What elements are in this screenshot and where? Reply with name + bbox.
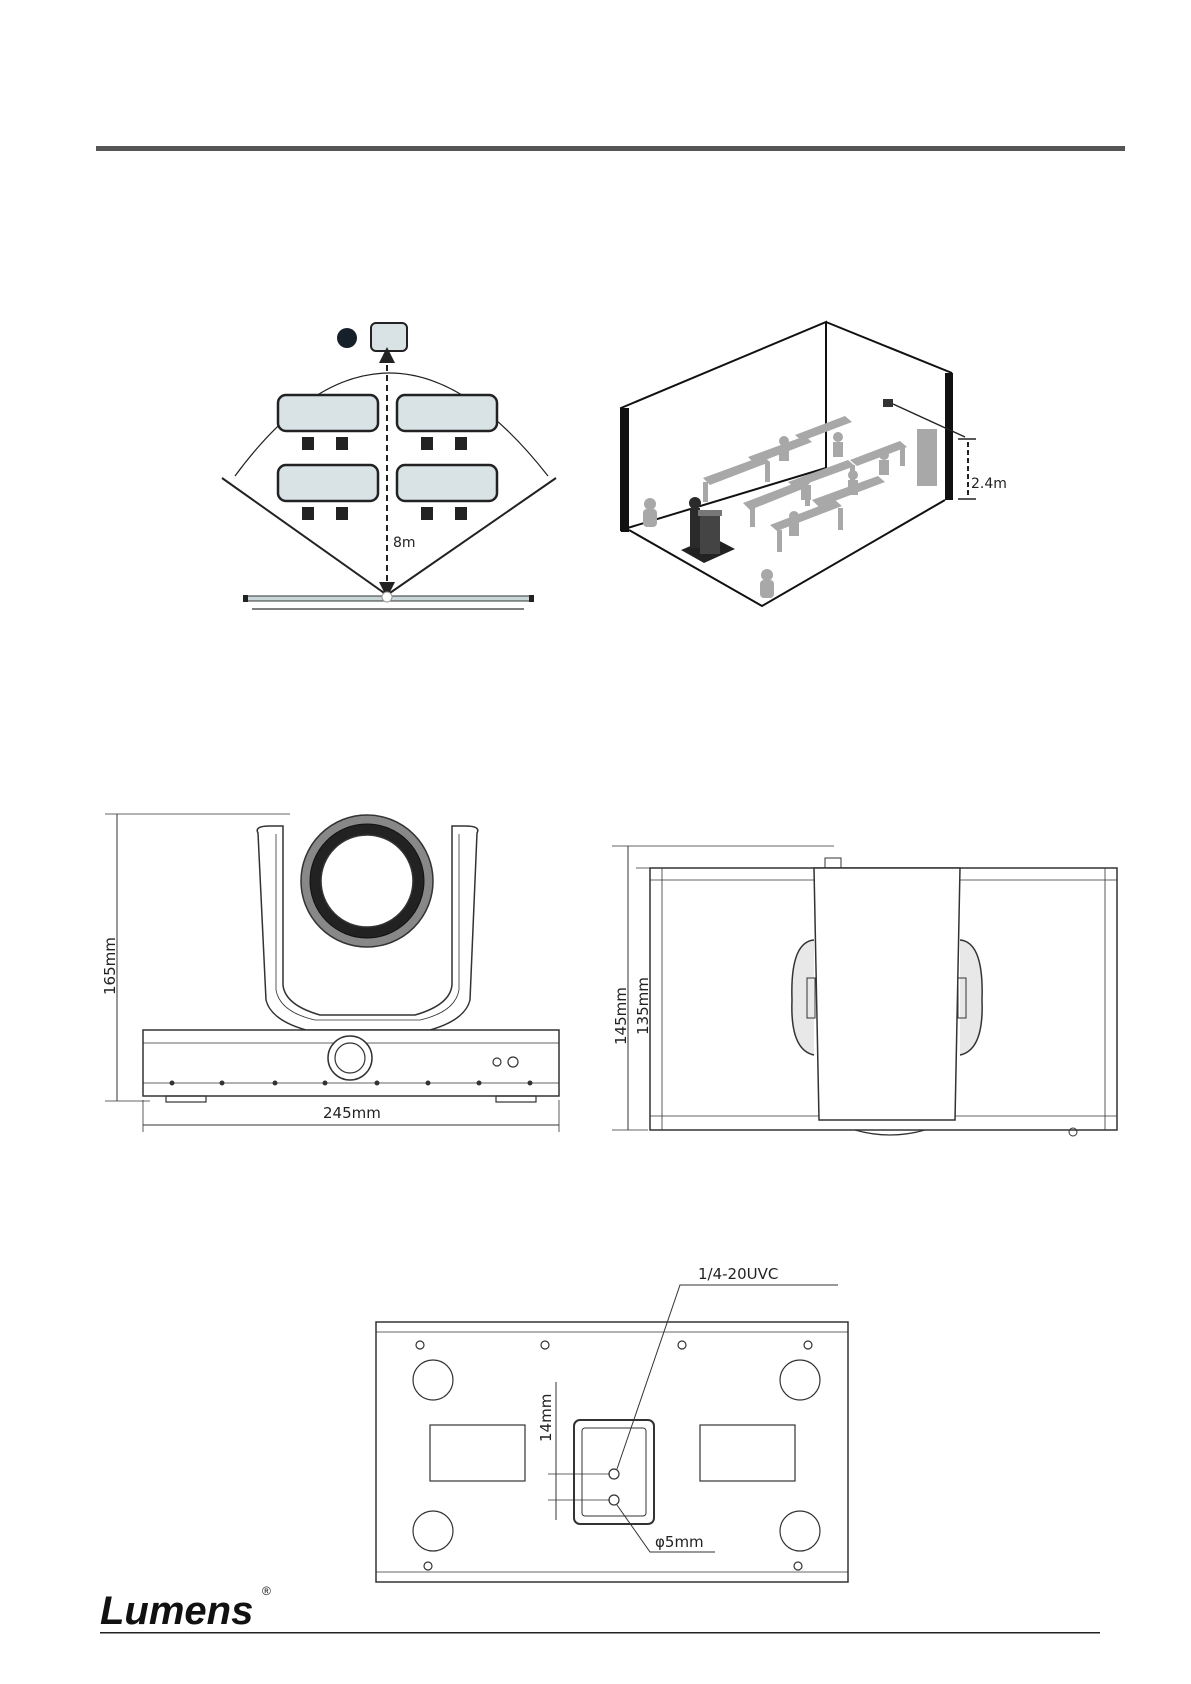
brand-logo: Lumens [100, 1589, 253, 1633]
mount-bar-cap [243, 595, 248, 602]
lectern-top [698, 510, 722, 516]
side-inner-height-label: 135mm [634, 977, 652, 1035]
side-outer-height-label: 145mm [612, 987, 630, 1045]
podium-box [371, 323, 407, 351]
room-back-edge [826, 322, 952, 373]
table [397, 395, 497, 431]
bottom-plate [376, 1322, 848, 1582]
camera-bottom-view-drawing [376, 1285, 848, 1582]
room-camera [883, 399, 893, 407]
lecturer-head [689, 497, 701, 509]
front-width-label: 245mm [323, 1104, 381, 1122]
hole-label: φ5mm [655, 1533, 704, 1551]
spacing-label: 14mm [537, 1394, 555, 1442]
distance-label: 8m [393, 535, 416, 551]
header-rule [96, 146, 1125, 151]
side-camera-head [814, 868, 960, 1120]
table [278, 465, 378, 501]
registered-mark: ® [262, 1584, 271, 1598]
classroom-top-view-diagram: 8m [222, 323, 556, 609]
room-floor [629, 500, 945, 606]
front-height-label: 165mm [101, 937, 119, 995]
base-foot [496, 1096, 536, 1102]
lectern [700, 514, 720, 554]
base-foot [166, 1096, 206, 1102]
camera-position [382, 592, 392, 602]
footer-rule [100, 1632, 1100, 1634]
camera-lens-inner [321, 835, 413, 927]
whiteboard [917, 429, 937, 486]
table [278, 395, 378, 431]
classroom-3d-diagram: 2.4m [621, 322, 1007, 606]
room-left-wall-thick [621, 408, 629, 532]
table [397, 465, 497, 501]
camera-front-view-drawing [105, 814, 559, 1132]
mount-bar-cap [529, 595, 534, 602]
height-label: 2.4m [971, 476, 1007, 492]
side-camera-top [825, 858, 841, 868]
presenter-dot [337, 328, 357, 348]
room-right-wall-thick [945, 373, 953, 500]
thread-label: 1/4-20UVC [698, 1265, 778, 1283]
camera-side-view-drawing [612, 846, 1117, 1136]
